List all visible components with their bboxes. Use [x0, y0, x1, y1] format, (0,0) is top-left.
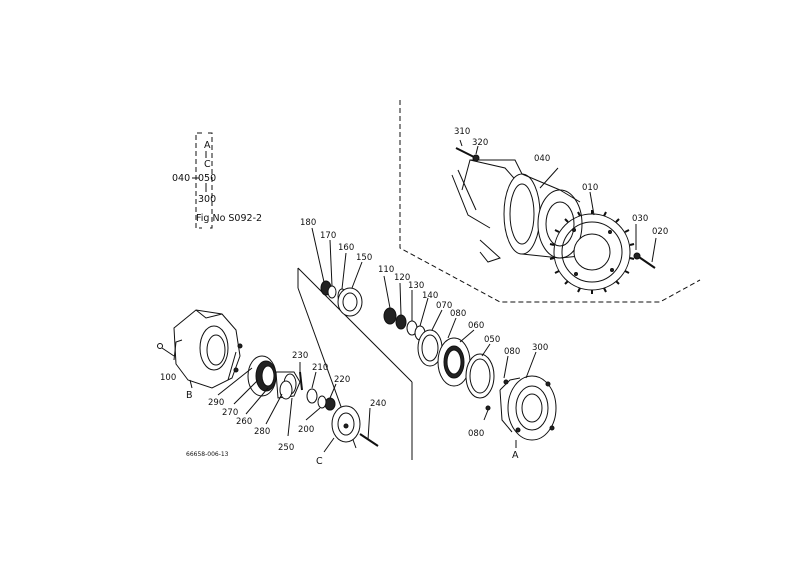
bearing-110	[383, 307, 397, 325]
label-110: 110	[378, 265, 394, 275]
fig-number: Fig No S092-2	[196, 213, 262, 224]
label-180: 180	[300, 218, 316, 228]
washer-170	[327, 285, 337, 299]
label-080c: 080	[468, 429, 484, 439]
bolt-240	[359, 433, 379, 447]
washer-210	[306, 388, 318, 404]
fig-ref-a: A	[204, 140, 211, 151]
plug-080	[485, 405, 491, 411]
label-250: 250	[278, 443, 294, 453]
label-150: 150	[356, 253, 372, 263]
label-080a: 080	[450, 309, 466, 319]
washer-200	[317, 395, 327, 409]
label-210: 210	[312, 363, 328, 373]
label-080b: 080	[504, 347, 520, 357]
ref-letter-b: B	[186, 390, 193, 401]
label-280: 280	[254, 427, 270, 437]
label-070: 070	[436, 301, 452, 311]
housing-b-assembly	[157, 309, 243, 389]
label-260: 260	[236, 417, 252, 427]
fig-reference-block: A C 040 050 300 Fig No S092-2	[172, 132, 262, 229]
label-050: 050	[484, 335, 500, 345]
label-290: 290	[208, 398, 224, 408]
assembly-frame	[399, 100, 701, 303]
label-170: 170	[320, 231, 336, 241]
label-140: 140	[422, 291, 438, 301]
seal-150	[337, 287, 363, 317]
ref-letter-a: A	[512, 450, 519, 461]
fig-ref-c: C	[204, 159, 211, 170]
reference-letters: B C A	[186, 390, 519, 467]
label-130: 130	[408, 281, 424, 291]
fig-ref-050: 050	[198, 173, 216, 184]
label-100: 100	[160, 373, 176, 383]
bearing-seal-stack	[297, 227, 495, 460]
cover-a-assembly	[483, 351, 557, 448]
bolt-310	[455, 147, 477, 159]
label-030: 030	[632, 214, 648, 224]
ref-letter-c: C	[316, 456, 323, 467]
sprocket-hub-assembly	[451, 139, 657, 294]
bearing-120	[395, 314, 407, 330]
nut-220	[324, 397, 336, 411]
housing-040	[503, 173, 541, 255]
cover-300	[507, 375, 557, 441]
label-060: 060	[468, 321, 484, 331]
fig-ref-300: 300	[198, 194, 216, 205]
label-040: 040	[534, 154, 550, 164]
fig-ref-040: 040	[172, 173, 190, 184]
label-230: 230	[292, 351, 308, 361]
label-220: 220	[334, 375, 350, 385]
label-200: 200	[298, 425, 314, 435]
part-labels: 310 320 040 010 030 020 180 170 160 150 …	[160, 127, 668, 453]
label-270: 270	[222, 408, 238, 418]
gear-carrier-group	[217, 351, 379, 453]
label-240: 240	[370, 399, 386, 409]
o-ring-050	[465, 353, 495, 399]
label-010: 010	[582, 183, 598, 193]
label-160: 160	[338, 243, 354, 253]
pin-230	[299, 371, 303, 391]
gear-280	[279, 380, 293, 400]
label-120: 120	[394, 273, 410, 283]
label-320: 320	[472, 138, 488, 148]
label-300: 300	[532, 343, 548, 353]
drawing-code: 66658-006-13	[186, 451, 229, 458]
sprocket-010	[549, 210, 635, 294]
label-020: 020	[652, 227, 668, 237]
label-310: 310	[454, 127, 470, 137]
